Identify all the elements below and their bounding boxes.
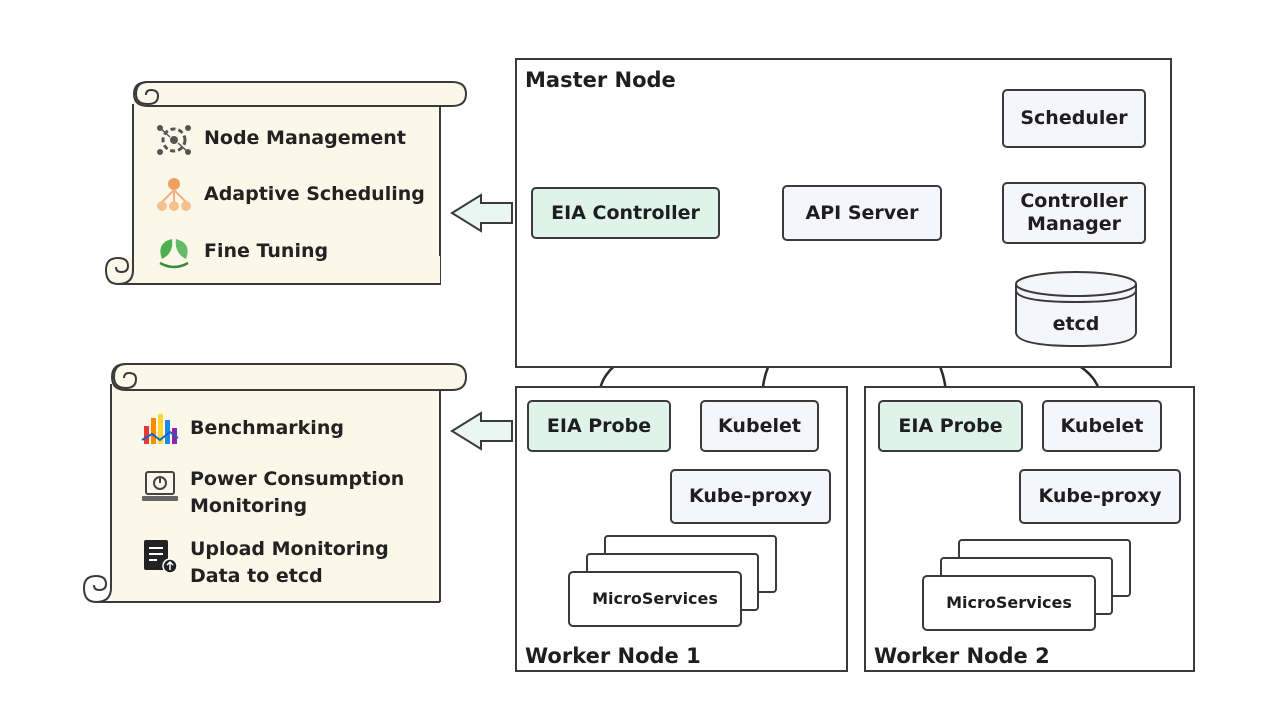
worker-node-1-title: Worker Node 1 <box>525 644 701 668</box>
w2-microservices-box: MicroServices <box>922 575 1096 631</box>
controller-features-scroll <box>104 81 468 286</box>
controller-to-scroll-arrow <box>450 193 513 233</box>
probe-to-scroll-arrow <box>450 411 513 451</box>
feature-label-power-consumption: Power Consumption Monitoring <box>190 466 404 520</box>
feature-power-consumption-monitoring: Power Consumption Monitoring <box>138 466 404 520</box>
w2-kube-proxy-box: Kube-proxy <box>1019 469 1181 524</box>
eia-controller-box: EIA Controller <box>531 187 720 239</box>
feature-label-adaptive-scheduling: Adaptive Scheduling <box>204 183 425 205</box>
upload-monitoring-line-2: Data to etcd <box>190 565 323 587</box>
power-consumption-line-2: Monitoring <box>190 495 308 517</box>
feature-benchmarking: Benchmarking <box>138 410 344 450</box>
feature-label-fine-tuning: Fine Tuning <box>204 240 329 262</box>
hierarchy-icon <box>157 178 191 211</box>
feature-upload-monitoring-data: Upload Monitoring Data to etcd <box>138 536 389 590</box>
feature-adaptive-scheduling: Adaptive Scheduling <box>152 176 425 216</box>
network-gear-icon <box>157 125 191 155</box>
controller-manager-box: Controller Manager <box>1002 182 1146 244</box>
w1-kubelet-box: Kubelet <box>700 400 819 452</box>
w2-eia-probe-box: EIA Probe <box>878 400 1023 452</box>
etcd-cylinder <box>1015 271 1137 348</box>
power-monitor-icon <box>142 471 178 501</box>
etcd-label: etcd <box>1052 313 1100 335</box>
w1-eia-probe-box: EIA Probe <box>527 400 671 452</box>
power-consumption-line-1: Power Consumption <box>190 468 405 490</box>
api-server-box: API Server <box>782 185 942 241</box>
feature-label-node-management: Node Management <box>204 127 406 149</box>
w1-kube-proxy-box: Kube-proxy <box>670 469 831 524</box>
feature-label-upload-monitoring: Upload Monitoring Data to etcd <box>190 536 389 590</box>
leaf-plug-icon <box>159 239 189 269</box>
upload-document-icon <box>144 540 178 574</box>
benchmark-bars-icon <box>141 414 179 444</box>
feature-label-benchmarking: Benchmarking <box>190 417 344 439</box>
w2-kubelet-box: Kubelet <box>1042 400 1162 452</box>
w1-microservices-box: MicroServices <box>568 571 742 627</box>
feature-fine-tuning: Fine Tuning <box>152 233 328 273</box>
worker-node-2-title: Worker Node 2 <box>874 644 1050 668</box>
feature-node-management: Node Management <box>152 120 406 160</box>
master-node-title: Master Node <box>525 68 676 92</box>
scheduler-box: Scheduler <box>1002 89 1146 148</box>
upload-monitoring-line-1: Upload Monitoring <box>190 538 389 560</box>
